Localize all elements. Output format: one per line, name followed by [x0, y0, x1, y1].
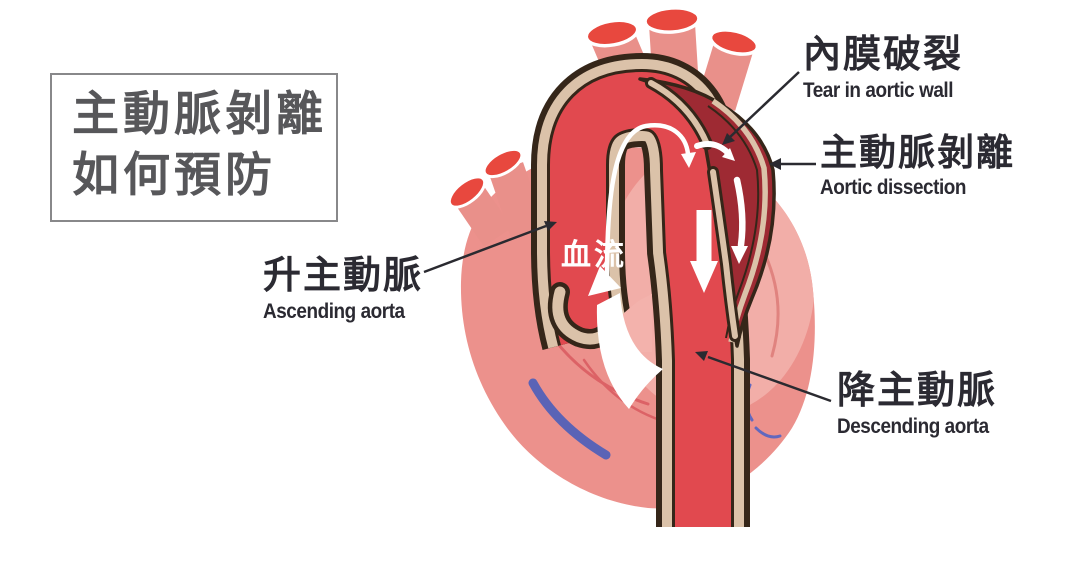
vessel-opening: [643, 6, 701, 34]
label-ascending-aorta: 升主動脈 Ascending aorta: [263, 257, 424, 324]
aorta-lumen: [550, 71, 731, 527]
label-blood-flow: 血流: [561, 239, 627, 272]
dissection-flap: [645, 77, 741, 342]
pointer-ascending: [423, 224, 547, 274]
flow-arrow-from-heart: [596, 293, 663, 409]
label-dissection-zh: 主動脈剝離: [820, 132, 1015, 173]
label-tear-in-aortic-wall: 內膜破裂 Tear in aortic wall: [803, 36, 974, 103]
flow-arrow-false-lumen: [733, 176, 746, 249]
cardiac-vein: [528, 378, 611, 460]
label-descending-aorta: 降主動脈 Descending aorta: [837, 372, 1009, 439]
label-ascending-en: Ascending aorta: [263, 298, 405, 323]
vessel-opening: [708, 28, 760, 56]
pointer-descending: [707, 355, 832, 403]
flow-arrow-through-tear: [694, 141, 730, 155]
flow-arc-arch: [604, 123, 691, 281]
vessel-opening: [584, 18, 640, 48]
label-tear-zh: 內膜破裂: [803, 34, 964, 76]
vessel-opening: [482, 147, 524, 179]
label-aortic-dissection: 主動脈剝離 Aortic dissection: [820, 134, 1015, 200]
annotation-lines: [423, 71, 832, 403]
label-ascending-zh: 升主動脈: [263, 255, 424, 297]
title-box: 主動脈剝離 如何預防: [50, 73, 338, 222]
pulmonary-vessels: [447, 147, 546, 247]
aorta-tube: [531, 52, 750, 527]
false-lumen: [638, 77, 776, 348]
label-tear-en: Tear in aortic wall: [803, 77, 954, 102]
vessel-opening: [447, 175, 487, 209]
blood-flow-arrows: [588, 123, 748, 409]
label-dissection-en: Aortic dissection: [820, 174, 967, 199]
label-descending-en: Descending aorta: [837, 413, 989, 438]
title-line-1: 主動脈剝離: [72, 87, 327, 140]
pointer-tear: [728, 71, 800, 139]
label-descending-zh: 降主動脈: [837, 370, 998, 412]
title-line-2: 如何預防: [72, 148, 276, 202]
